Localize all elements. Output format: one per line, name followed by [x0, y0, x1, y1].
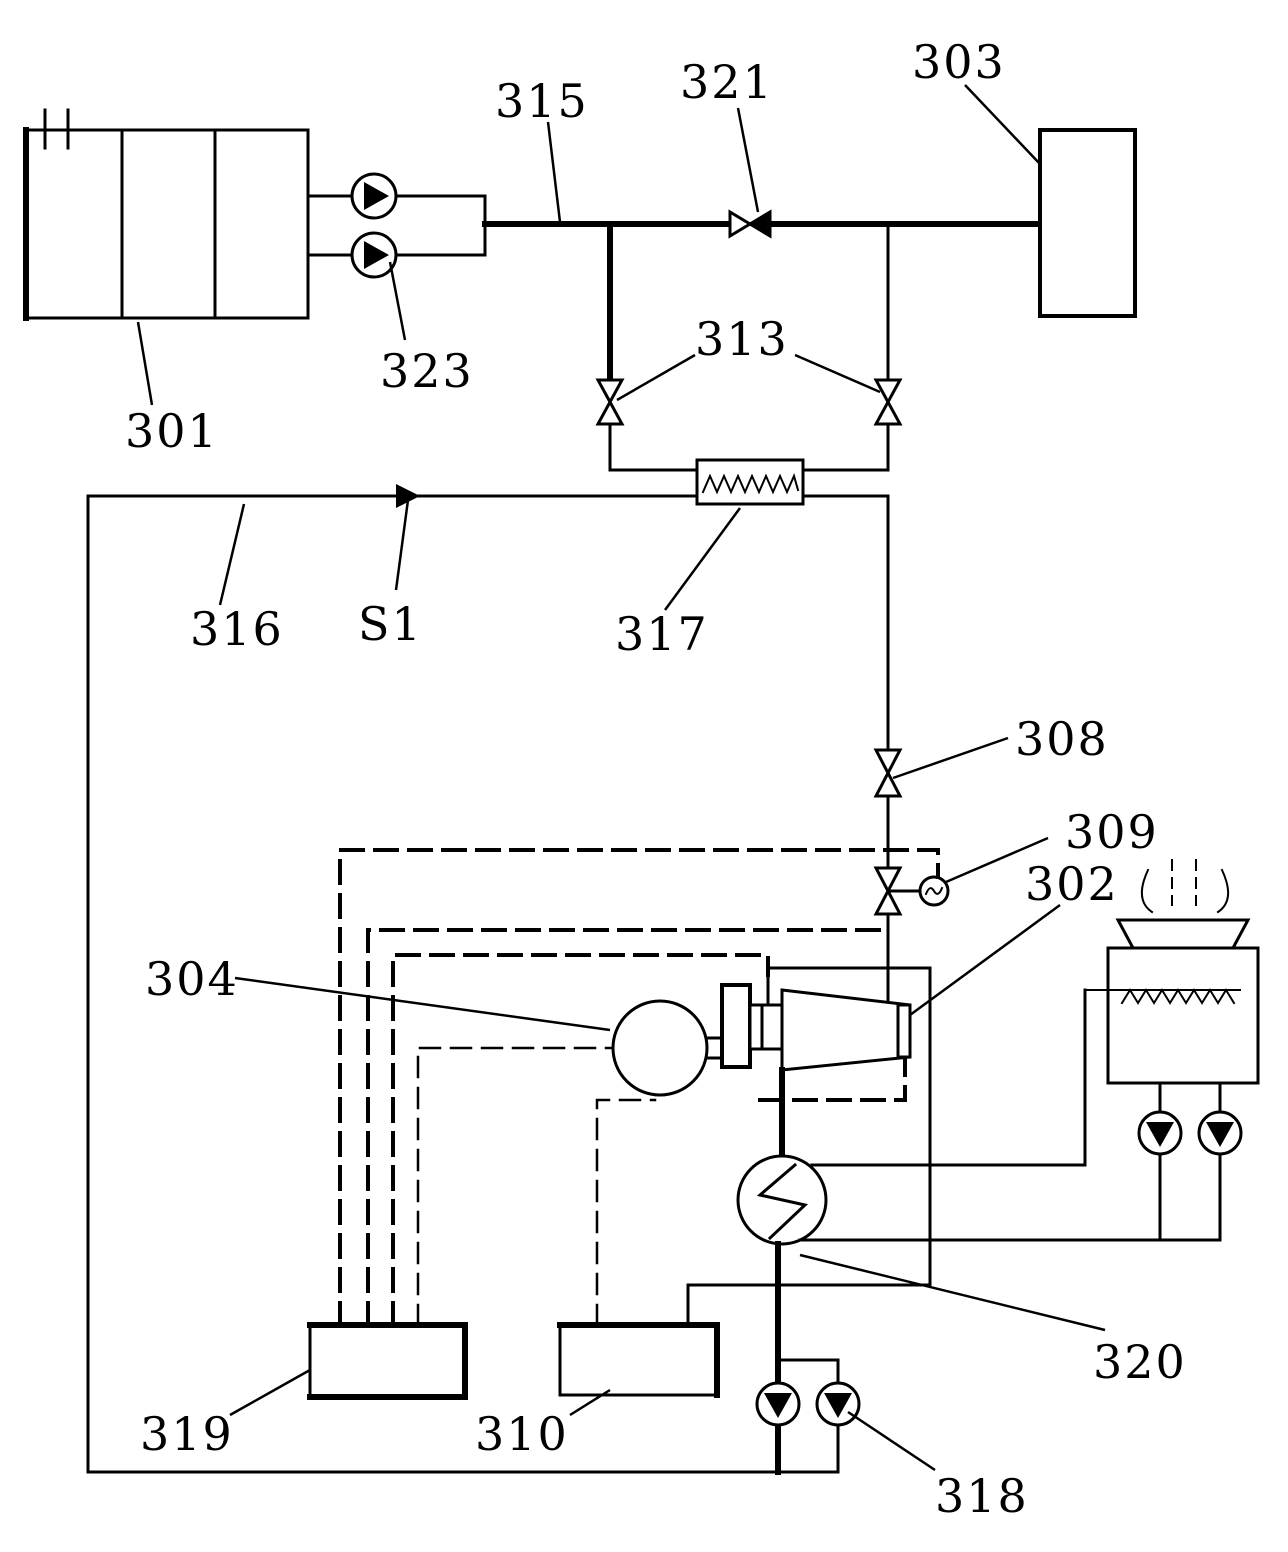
label-308: 308: [1015, 712, 1109, 766]
controller-310: [557, 1322, 720, 1398]
label-303: 303: [912, 35, 1006, 89]
label-316: 316: [190, 602, 284, 656]
label-302: 302: [1025, 857, 1119, 911]
valve-313-left: [595, 378, 625, 426]
valve-321: [728, 209, 772, 239]
sensor-309: [918, 875, 950, 907]
pump-pair-318: [755, 1381, 861, 1427]
label-323: 323: [380, 344, 474, 398]
cooling-pumps: [1137, 1110, 1243, 1156]
label-315: 315: [495, 74, 589, 128]
label-319: 319: [140, 1407, 234, 1461]
control-signal-lines: [338, 848, 940, 1327]
valve-308: [873, 748, 903, 798]
loop-line-316: [86, 484, 890, 1474]
label-313: 313: [695, 312, 789, 366]
heat-exchanger-320: [736, 1154, 828, 1246]
valve-313-right: [873, 378, 903, 426]
motor-304: [611, 999, 724, 1097]
flow-arrow-S1: [396, 484, 420, 508]
label-309: 309: [1065, 805, 1159, 859]
control-valve: [873, 866, 922, 916]
label-318: 318: [935, 1469, 1029, 1523]
unit-303: [1038, 128, 1137, 318]
label-S1: S1: [358, 597, 423, 651]
controller-319: [307, 1322, 468, 1400]
label-321: 321: [680, 55, 774, 109]
cooling-water-lines: [798, 988, 1222, 1242]
label-310: 310: [475, 1407, 569, 1461]
return-line: [686, 1241, 932, 1475]
branch-313-317: [607, 221, 890, 472]
cooling-tower: [1084, 859, 1260, 1085]
heat-exchanger-317: [695, 458, 805, 506]
label-304: 304: [145, 952, 239, 1006]
leader-lines: [136, 84, 1106, 1472]
label-317: 317: [615, 607, 709, 661]
label-301: 301: [125, 404, 219, 458]
label-320: 320: [1093, 1335, 1187, 1389]
coupling: [720, 983, 784, 1069]
turbine-302: [766, 966, 932, 1287]
tank-301: [23, 108, 310, 321]
pump-pair-323: [306, 172, 487, 279]
